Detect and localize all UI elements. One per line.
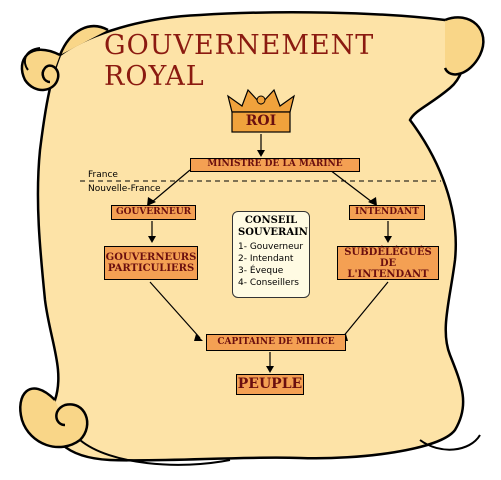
conseil-member-1: 1- Gouverneur <box>238 242 304 252</box>
intendant-node: INTENDANT <box>349 205 425 220</box>
bottom-curl <box>19 387 89 449</box>
france-label: France <box>88 170 118 180</box>
capitaine-label: CAPITAINE DE MILICE <box>217 336 335 347</box>
top-curl <box>20 24 109 92</box>
gouverneurs-line1: GOUVERNEURS <box>105 252 197 263</box>
peuple-label: PEUPLE <box>237 375 303 392</box>
conseil-member-2: 2- Intendant <box>238 254 294 265</box>
conseil-title-line1: CONSEIL <box>244 215 298 226</box>
gouverneur-node: GOUVERNEUR <box>111 205 196 220</box>
subdelegues-node: SUBDÉLÉGUÉS DE L'INTENDANT <box>337 246 439 280</box>
ministre-node: MINISTRE DE LA MARINE <box>190 158 360 172</box>
conseil-souverain-box: CONSEIL SOUVERAIN 1- Gouverneur 2- Inten… <box>232 211 310 298</box>
peuple-node: PEUPLE <box>236 374 304 395</box>
conseil-member-4: 4- Conseillers <box>238 278 299 289</box>
roi-label: ROI <box>245 113 277 129</box>
conseil-member-3: 3- Éveque <box>238 266 284 277</box>
conseil-title-line2: SOUVERAIN <box>238 226 308 238</box>
capitaine-node: CAPITAINE DE MILICE <box>206 334 346 351</box>
top-right-curl <box>443 16 485 76</box>
gouverneurs-line2: PARTICULIERS <box>107 263 195 274</box>
ministre-label: MINISTRE DE LA MARINE <box>207 159 343 170</box>
crown-icon <box>227 88 295 133</box>
subdelegues-line2: DE L'INTENDANT <box>347 257 429 280</box>
gouverneurs-particuliers-node: GOUVERNEURS PARTICULIERS <box>104 246 198 280</box>
gouverneur-label: GOUVERNEUR <box>115 206 192 217</box>
subdelegues-line1: SUBDÉLÉGUÉS <box>344 246 432 258</box>
intendant-label: INTENDANT <box>355 206 419 217</box>
nouvelle-france-label: Nouvelle-France <box>88 184 161 194</box>
page-title: GOUVERNEMENT ROYAL <box>104 30 375 92</box>
